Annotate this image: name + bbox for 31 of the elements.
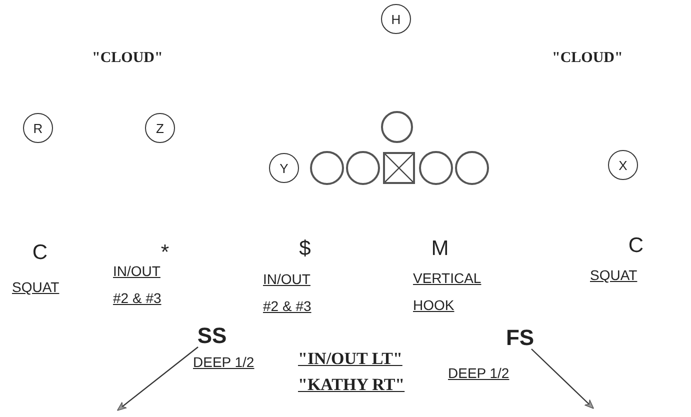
assignment-text: SQUAT xyxy=(590,266,638,285)
assignment-text: SQUAT xyxy=(12,278,60,297)
player-circle xyxy=(419,151,453,185)
player-circle xyxy=(381,111,413,143)
player-circle: R xyxy=(23,113,53,143)
assignment-text: IN/OUT #2 & #3 xyxy=(113,262,162,308)
assignment-text: VERTICAL HOOK xyxy=(413,269,482,315)
defender-symbol: C xyxy=(25,241,55,263)
assignment-text: IN/OUT #2 & #3 xyxy=(263,270,312,316)
coverage-name: "CLOUD" xyxy=(92,50,163,67)
coverage-name: "CLOUD" xyxy=(552,50,623,67)
play-call-text: "KATHY RT" xyxy=(298,374,405,396)
player-circle xyxy=(310,151,344,185)
defender-symbol: * xyxy=(150,241,180,263)
arrow xyxy=(531,348,594,409)
center-square xyxy=(383,152,415,184)
player-circle: Z xyxy=(145,113,175,143)
defender-symbol: SS xyxy=(197,325,227,347)
player-circle: X xyxy=(608,150,638,180)
assignment-text: DEEP 1/2 xyxy=(448,364,510,383)
arrow xyxy=(116,346,198,411)
defender-symbol: M xyxy=(425,237,455,259)
player-circle xyxy=(455,151,489,185)
player-circle: H xyxy=(381,4,411,34)
defender-symbol: C xyxy=(621,234,651,256)
assignment-text: DEEP 1/2 xyxy=(193,353,256,372)
player-circle: Y xyxy=(269,153,299,183)
play-call-text: "IN/OUT LT" xyxy=(298,348,402,370)
player-circle xyxy=(346,151,380,185)
defender-symbol: $ xyxy=(290,237,320,259)
defender-symbol: FS xyxy=(505,327,535,349)
